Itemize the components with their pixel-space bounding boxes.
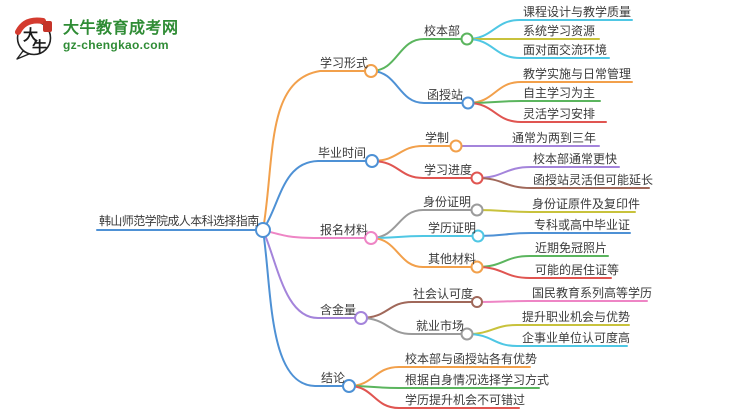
node-teaching-management[interactable]: 教学实施与日常管理 bbox=[523, 67, 632, 81]
node-both-have-advantages[interactable]: 校本部与函授站各有优势 bbox=[405, 352, 538, 366]
node-id-card-copy[interactable]: 身份证原件及复印件 bbox=[532, 197, 641, 211]
node-value[interactable]: 含金量 bbox=[320, 303, 357, 317]
node-identity-proof[interactable]: 身份证明 bbox=[423, 195, 472, 209]
node-application-materials[interactable]: 报名材料 bbox=[320, 223, 369, 237]
node-study-progress[interactable]: 学习进度 bbox=[424, 163, 473, 177]
node-graduation-time[interactable]: 毕业时间 bbox=[318, 146, 367, 160]
node-job-market[interactable]: 就业市场 bbox=[416, 319, 465, 333]
node-station-flexible-longer[interactable]: 函授站灵活但可能延长 bbox=[533, 173, 654, 187]
node-face-to-face-env[interactable]: 面对面交流环境 bbox=[523, 43, 608, 57]
node-education-proof[interactable]: 学历证明 bbox=[428, 221, 477, 235]
node-career-opportunities[interactable]: 提升职业机会与优势 bbox=[522, 310, 631, 324]
node-course-design-quality[interactable]: 课程设计与教学质量 bbox=[523, 5, 632, 19]
node-root-title[interactable]: 韩山师范学院成人本科选择指南 bbox=[99, 214, 259, 228]
node-two-to-three-years[interactable]: 通常为两到三年 bbox=[512, 131, 597, 145]
node-correspondence-station[interactable]: 函授站 bbox=[427, 88, 464, 102]
toggle-main-campus[interactable] bbox=[460, 32, 474, 46]
branch-links bbox=[96, 19, 650, 409]
daniu-logo-icon: 大 牛 bbox=[15, 17, 52, 60]
node-enterprise-recognition[interactable]: 企事业单位认可度高 bbox=[522, 331, 631, 345]
node-campus-faster[interactable]: 校本部通常更快 bbox=[533, 152, 618, 166]
node-national-education-series[interactable]: 国民教育系列高等学历 bbox=[532, 286, 653, 300]
svg-text:大: 大 bbox=[23, 26, 38, 44]
site-logo[interactable]: 大 牛 大牛教育成考网 gz-chengkao.com bbox=[12, 11, 179, 61]
toggle-job-market[interactable] bbox=[460, 327, 474, 341]
svg-text:牛: 牛 bbox=[32, 38, 47, 56]
toggle-root[interactable] bbox=[255, 222, 271, 238]
site-url: gz-chengkao.com bbox=[63, 38, 169, 53]
node-toggles[interactable] bbox=[255, 32, 485, 393]
toggle-value[interactable] bbox=[354, 311, 368, 325]
node-schooling-length[interactable]: 学制 bbox=[425, 131, 450, 145]
node-choose-by-situation[interactable]: 根据自身情况选择学习方式 bbox=[405, 373, 550, 387]
toggle-study-progress[interactable] bbox=[470, 171, 484, 185]
node-recent-photo[interactable]: 近期免冠照片 bbox=[535, 241, 608, 255]
node-other-materials[interactable]: 其他材料 bbox=[428, 252, 477, 266]
node-main-campus[interactable]: 校本部 bbox=[424, 24, 461, 38]
node-diploma[interactable]: 专科或高中毕业证 bbox=[534, 218, 631, 232]
toggle-learning-format[interactable] bbox=[364, 64, 378, 78]
toggle-correspondence-station[interactable] bbox=[461, 96, 475, 110]
node-learning-format[interactable]: 学习形式 bbox=[320, 56, 369, 70]
toggle-identity-proof[interactable] bbox=[470, 203, 484, 217]
toggle-social-recognition[interactable] bbox=[471, 296, 483, 308]
site-name: 大牛教育成考网 bbox=[63, 19, 179, 37]
node-conclusion[interactable]: 结论 bbox=[321, 371, 346, 385]
toggle-education-proof[interactable] bbox=[471, 229, 485, 243]
toggle-schooling-length[interactable] bbox=[449, 139, 463, 153]
toggle-application-materials[interactable] bbox=[364, 231, 378, 245]
node-dont-miss-opportunity[interactable]: 学历提升机会不可错过 bbox=[405, 393, 526, 407]
toggle-conclusion[interactable] bbox=[342, 379, 356, 393]
node-systematic-resources[interactable]: 系统学习资源 bbox=[523, 24, 596, 38]
toggle-other-materials[interactable] bbox=[470, 260, 484, 274]
node-self-study[interactable]: 自主学习为主 bbox=[523, 86, 596, 100]
node-social-recognition[interactable]: 社会认可度 bbox=[413, 287, 474, 301]
toggle-graduation-time[interactable] bbox=[365, 154, 379, 168]
node-residence-permit[interactable]: 可能的居住证等 bbox=[535, 263, 620, 277]
node-flexible-schedule[interactable]: 灵活学习安排 bbox=[523, 107, 596, 121]
